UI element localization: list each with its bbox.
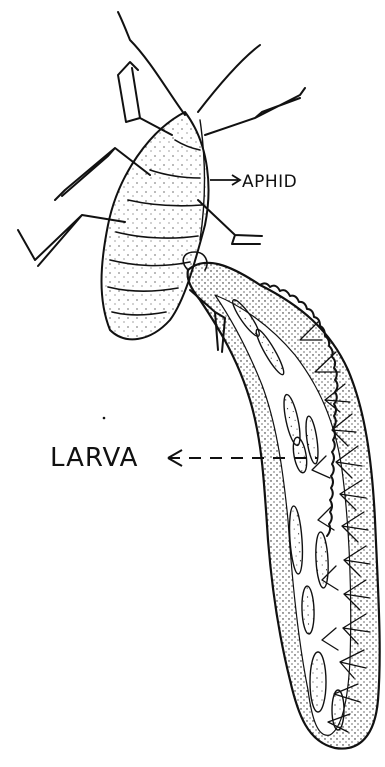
aphid-pointer <box>210 175 240 185</box>
stray-dot <box>103 417 106 420</box>
aphid-leg-upper-right <box>205 88 305 135</box>
aphid-leg-upper-left <box>118 62 172 135</box>
aphid-body <box>102 112 209 339</box>
aphid-antenna-right <box>198 45 260 112</box>
larva-drawing <box>183 252 379 749</box>
aphid-label: APHID <box>242 172 297 192</box>
larva-label: LARVA <box>50 443 138 473</box>
